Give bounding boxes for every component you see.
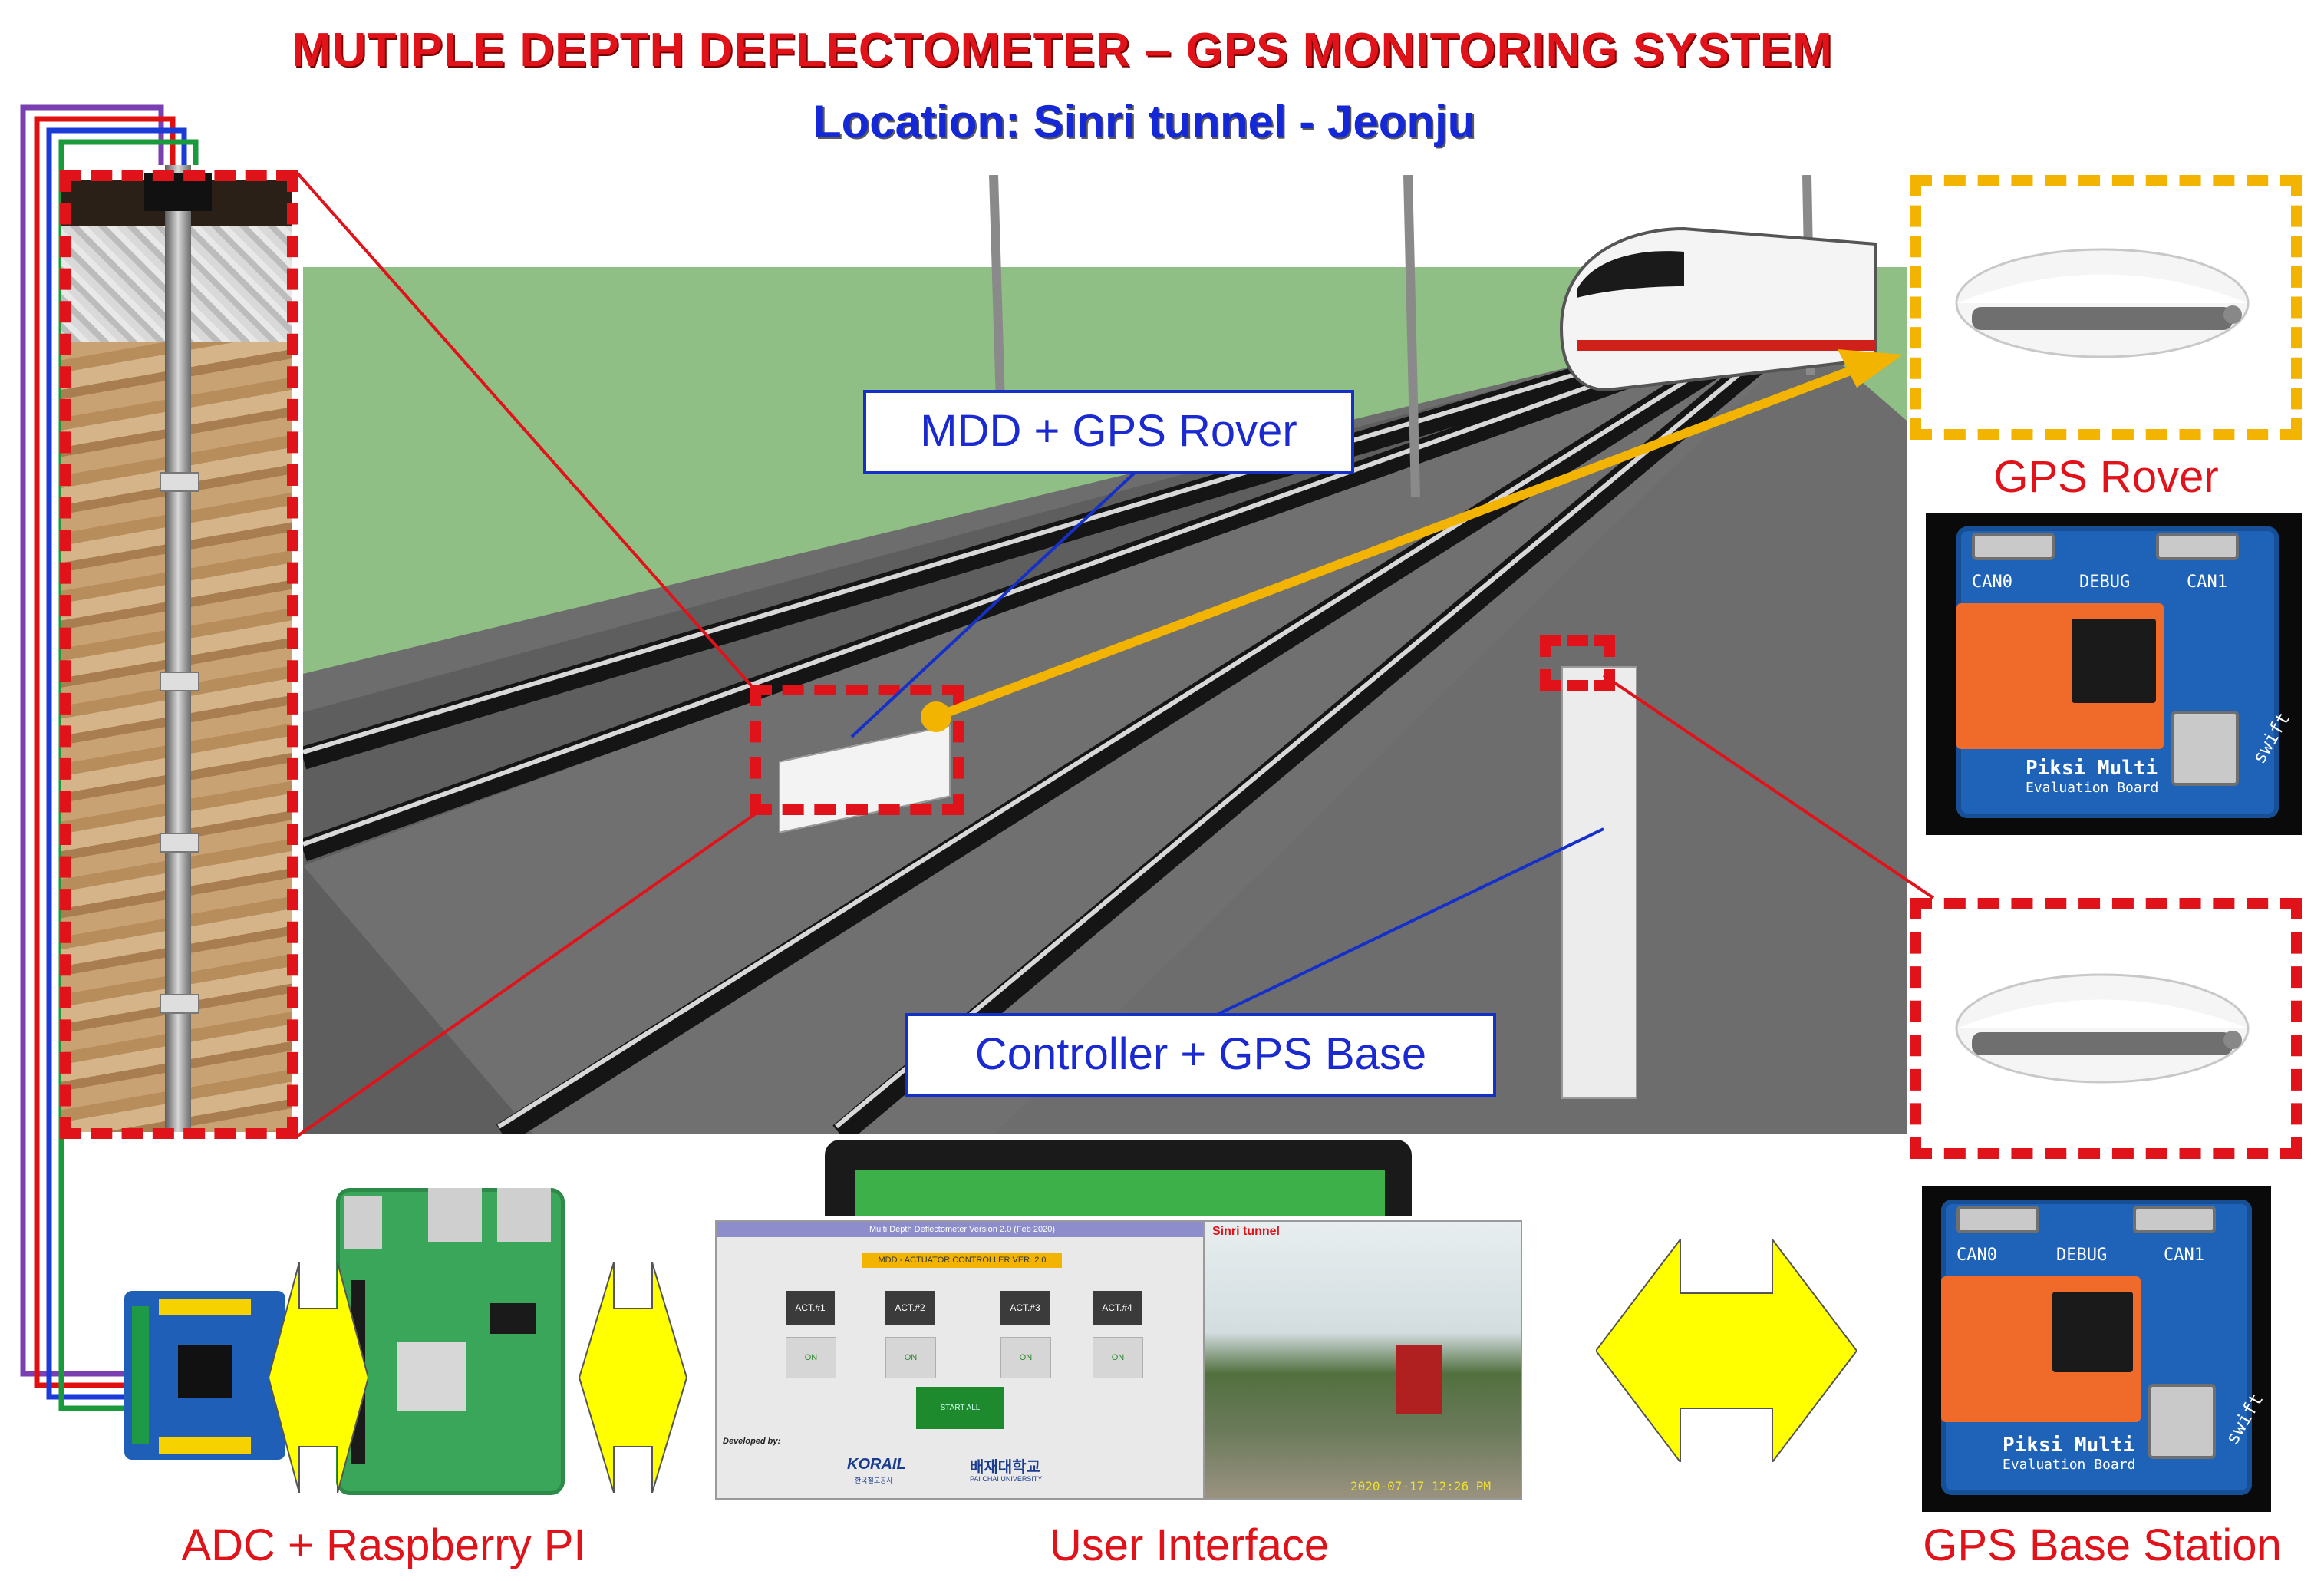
paichai-logo: 배재대학교 bbox=[970, 1459, 1040, 1476]
actuator-3-status: ON bbox=[1000, 1337, 1051, 1378]
adc-rpi-arrow-icon bbox=[269, 1262, 368, 1493]
korail-logo: KORAIL bbox=[847, 1456, 906, 1473]
controller-post bbox=[1561, 666, 1637, 1099]
gps-rover-frame bbox=[1910, 175, 2302, 440]
adc-chip bbox=[178, 1345, 232, 1398]
video-train bbox=[1396, 1345, 1442, 1414]
page-title: MUTIPLE DEPTH DEFLECTOMETER – GPS MONITO… bbox=[292, 24, 1833, 77]
lvdt-module bbox=[160, 472, 199, 492]
raspberry-pi-board bbox=[336, 1188, 565, 1495]
actuator-3-button[interactable]: ACT.#3 bbox=[1000, 1291, 1050, 1325]
adc-board bbox=[124, 1291, 285, 1460]
adc-header bbox=[159, 1437, 251, 1454]
gps-base-antenna-icon bbox=[1955, 973, 2250, 1084]
callout-controller-gps-base: Controller + GPS Base bbox=[905, 1013, 1496, 1097]
mdd-borehole-section bbox=[61, 165, 292, 1132]
actuator-4-status: ON bbox=[1093, 1337, 1143, 1378]
mdd-rover-highlight bbox=[750, 685, 964, 815]
tablet-screen bbox=[855, 1170, 1385, 1216]
gps-rover-board: CAN0 DEBUG CAN1 Piksi Multi Evaluation B… bbox=[1926, 513, 2302, 835]
callout-mdd-gps-rover: MDD + GPS Rover bbox=[863, 390, 1354, 474]
video-label: Sinri tunnel bbox=[1212, 1225, 1280, 1238]
gps-base-board: CAN0 DEBUG CAN1 Piksi Multi Evaluation B… bbox=[1922, 1186, 2271, 1512]
controller-window: Multi Depth Deflectometer Version 2.0 (F… bbox=[715, 1220, 1209, 1500]
actuator-1-status: ON bbox=[786, 1337, 836, 1378]
window-title-bar: Multi Depth Deflectometer Version 2.0 (F… bbox=[717, 1222, 1208, 1237]
location-subtitle: Location: Sinri tunnel - Jeonju bbox=[813, 96, 1476, 147]
adc-header bbox=[159, 1299, 251, 1315]
rpi-usb-port bbox=[497, 1188, 551, 1242]
caption-user-interface: User Interface bbox=[1049, 1520, 1330, 1570]
rpi-chip bbox=[490, 1303, 536, 1334]
ui-base-arrow-icon bbox=[1596, 1239, 1857, 1462]
actuator-4-button[interactable]: ACT.#4 bbox=[1093, 1291, 1142, 1325]
korail-logo-sub: 한국철도공사 bbox=[855, 1477, 893, 1484]
developed-by-label: Developed by: bbox=[723, 1437, 781, 1446]
track-structure bbox=[303, 175, 1907, 1134]
video-timestamp: 2020-07-17 12:26 PM bbox=[1350, 1479, 1492, 1494]
lvdt-module bbox=[160, 994, 199, 1014]
lvdt-module bbox=[160, 672, 199, 691]
mdd-rod bbox=[165, 165, 191, 1132]
caption-gps-rover: GPS Rover bbox=[1993, 452, 2219, 502]
rpi-soc bbox=[397, 1342, 466, 1411]
gps-base-frame bbox=[1910, 898, 2302, 1159]
actuator-1-button[interactable]: ACT.#1 bbox=[786, 1291, 835, 1325]
mdd-highlight-frame bbox=[60, 170, 298, 1139]
actuator-2-status: ON bbox=[885, 1337, 936, 1378]
paichai-logo-sub: PAI CHAI UNIVERSITY bbox=[970, 1475, 1043, 1483]
rpi-ui-arrow-icon bbox=[579, 1262, 687, 1493]
gps-rover-antenna-icon bbox=[1955, 248, 2250, 358]
tablet-frame bbox=[825, 1140, 1412, 1216]
rpi-usb-port bbox=[428, 1188, 482, 1242]
video-feed: Sinri tunnel 2020-07-17 12:26 PM bbox=[1203, 1220, 1522, 1500]
lvdt-module bbox=[160, 833, 199, 853]
start-all-button[interactable]: START ALL bbox=[916, 1387, 1004, 1429]
actuator-2-button[interactable]: ACT.#2 bbox=[885, 1291, 935, 1325]
controller-title: MDD - ACTUATOR CONTROLLER VER. 2.0 bbox=[862, 1253, 1062, 1268]
caption-gps-base-station: GPS Base Station bbox=[1923, 1520, 2282, 1570]
caption-adc-raspberry-pi: ADC + Raspberry PI bbox=[181, 1520, 586, 1570]
rpi-ethernet bbox=[344, 1196, 382, 1249]
adc-terminal-block bbox=[132, 1306, 149, 1444]
